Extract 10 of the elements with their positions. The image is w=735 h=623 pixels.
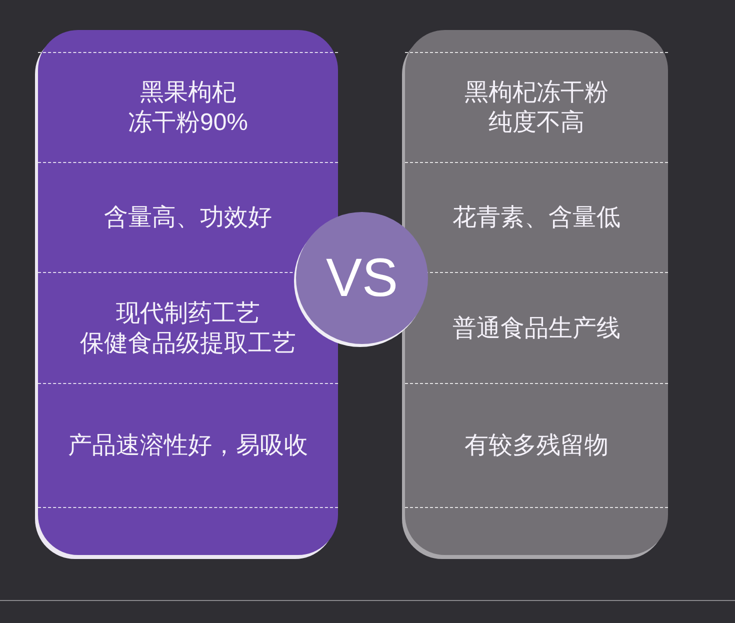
comparison-text: 黑枸杞冻干粉纯度不高 [464, 78, 608, 138]
vs-text: VS [326, 251, 398, 305]
comparison-text: 产品速溶性好，易吸收 [68, 431, 308, 461]
comparison-text: 有较多残留物 [464, 431, 608, 461]
comparison-text: 普通食品生产线 [452, 314, 620, 344]
comparison-text: 花青素、含量低 [452, 203, 620, 233]
comparison-text: 现代制药工艺保健食品级提取工艺 [80, 298, 296, 358]
comparison-text: 含量高、功效好 [104, 203, 272, 233]
comparison-text: 黑果枸杞冻干粉90% [128, 78, 248, 138]
comparison-card [405, 30, 668, 555]
